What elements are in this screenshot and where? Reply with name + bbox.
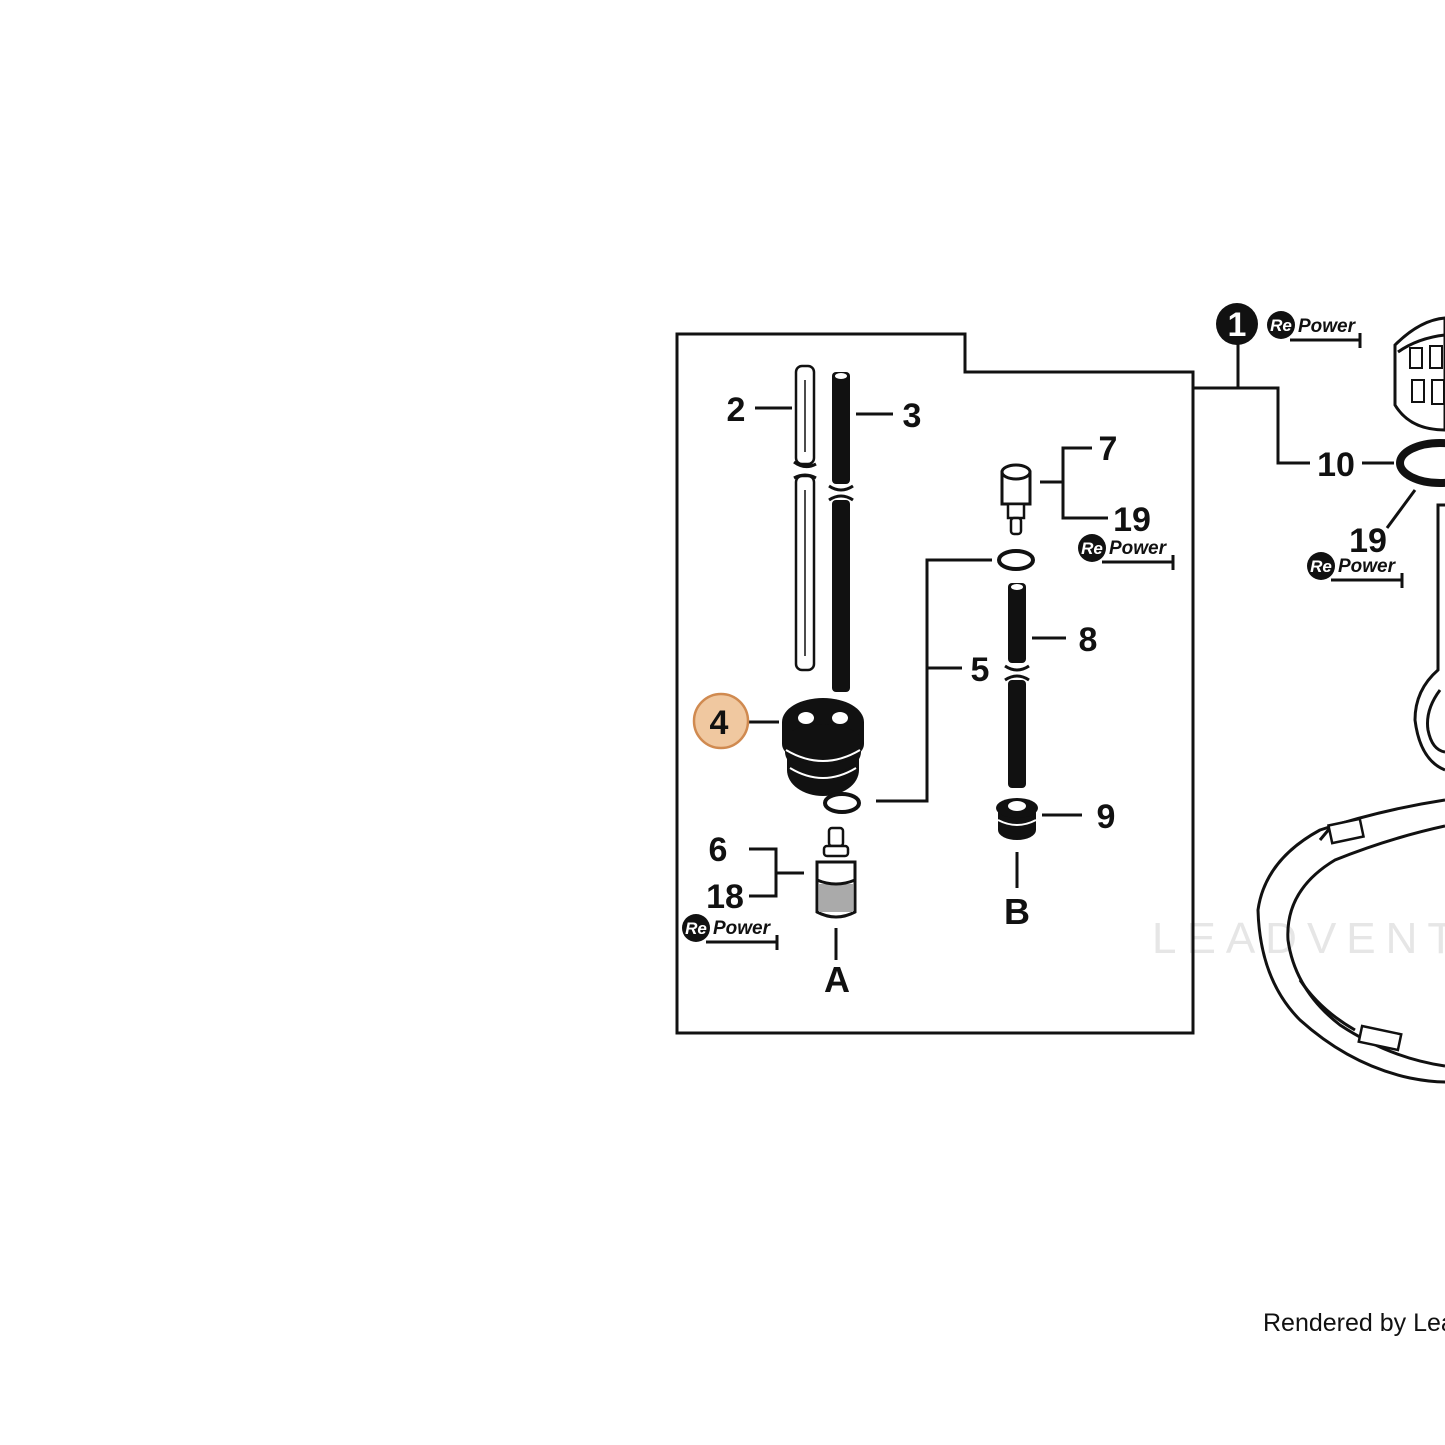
part-5-o-ring-upper[interactable] xyxy=(997,549,1035,571)
callout-7[interactable]: 7 xyxy=(1099,430,1118,468)
fuel-pickup xyxy=(1413,503,1445,772)
highlight-circle-4[interactable] xyxy=(692,692,750,750)
repower-badge-1: Re Power xyxy=(1267,311,1362,348)
part-7-fitting[interactable] xyxy=(1000,463,1032,536)
svg-text:Power: Power xyxy=(1338,556,1397,577)
callout-6[interactable]: 6 xyxy=(709,831,728,869)
repower-badge-3: Re Power xyxy=(1307,552,1404,588)
callout-8[interactable]: 8 xyxy=(1079,621,1098,659)
callout-5[interactable]: 5 xyxy=(971,651,990,689)
callout-2[interactable]: 2 xyxy=(727,391,746,429)
footer-rendered-by: Rendered by LeadV xyxy=(1263,1309,1445,1337)
part-6-fuel-filter[interactable] xyxy=(815,826,857,919)
repower-badge-2: Re Power xyxy=(1078,534,1175,570)
part-10-gasket[interactable] xyxy=(1396,439,1445,487)
callout-A[interactable]: A xyxy=(824,959,850,1000)
part-9-grommet[interactable] xyxy=(996,798,1038,840)
callout-1-badge[interactable] xyxy=(1216,303,1258,345)
part-2-clear-hose[interactable] xyxy=(793,364,817,672)
fuel-cap[interactable] xyxy=(1393,316,1445,432)
inset-frame xyxy=(675,332,1195,1035)
svg-text:Re: Re xyxy=(1081,539,1103,558)
svg-text:Power: Power xyxy=(713,918,772,939)
svg-text:Re: Re xyxy=(1310,557,1332,576)
svg-text:Power: Power xyxy=(1298,316,1357,337)
part-3-fuel-hose[interactable] xyxy=(828,372,854,692)
callout-4[interactable]: 4 xyxy=(710,704,729,742)
part-4-grommet[interactable] xyxy=(782,698,864,796)
callout-1[interactable]: 1 xyxy=(1228,306,1247,344)
watermark-text: LEADVENTURE xyxy=(1152,914,1445,963)
callout-10[interactable]: 10 xyxy=(1317,446,1355,484)
fuel-tank[interactable] xyxy=(1256,798,1445,1084)
callout-18[interactable]: 18 xyxy=(706,878,744,916)
leader-lines xyxy=(745,343,1417,960)
svg-text:Re: Re xyxy=(1270,316,1292,335)
svg-text:Re: Re xyxy=(685,919,707,938)
callout-3[interactable]: 3 xyxy=(903,397,922,435)
callout-19-a[interactable]: 19 xyxy=(1113,501,1151,539)
callout-B[interactable]: B xyxy=(1004,891,1030,932)
callout-9[interactable]: 9 xyxy=(1097,798,1116,836)
repower-badge-4: Re Power xyxy=(682,914,779,950)
svg-text:Power: Power xyxy=(1109,538,1168,559)
part-5-o-ring-lower[interactable] xyxy=(823,792,861,814)
callout-19-b[interactable]: 19 xyxy=(1349,522,1387,560)
part-8-fuel-hose[interactable] xyxy=(1004,583,1030,788)
